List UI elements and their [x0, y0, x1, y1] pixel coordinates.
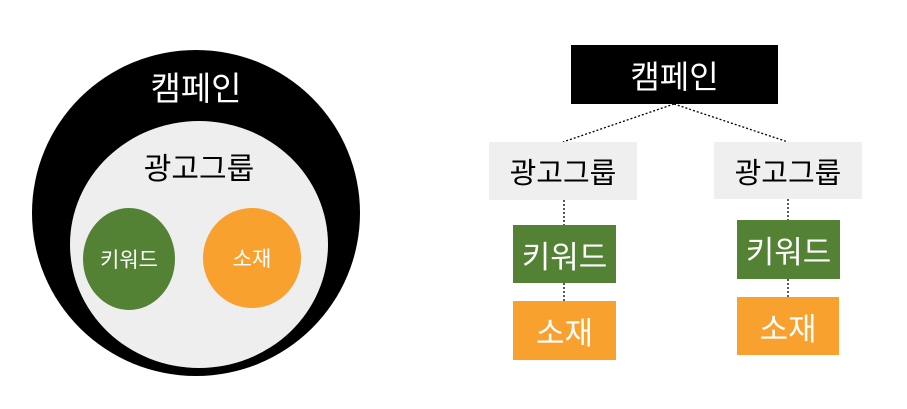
- campaign-node: 캠페인: [571, 45, 778, 104]
- campaign-circle-label: 캠페인: [150, 69, 242, 108]
- keyword-circle: 키워드: [83, 208, 175, 310]
- ad-creative-node-right: 소재: [737, 297, 839, 355]
- ad-creative-node-left: 소재: [513, 301, 616, 360]
- ad-creative-circle-label: 소재: [232, 247, 272, 271]
- ad-group-node-left: 광고그룹: [489, 142, 637, 200]
- campaign-node-label: 캠페인: [630, 57, 719, 96]
- keyword-node-left: 키워드: [513, 225, 616, 283]
- ad-group-node-right: 광고그룹: [714, 142, 862, 199]
- ad-creative-node-label: 소재: [759, 311, 817, 348]
- connector-root-to-group-left: [562, 103, 675, 143]
- keyword-node-right: 키워드: [737, 220, 840, 279]
- ad-group-circle-label: 광고그룹: [143, 152, 255, 187]
- keyword-node-label: 키워드: [745, 235, 832, 271]
- ad-group-node-label: 광고그룹: [734, 155, 842, 190]
- keyword-node-label: 키워드: [521, 239, 608, 276]
- ad-group-node-label: 광고그룹: [509, 156, 617, 190]
- ad-creative-node-label: 소재: [535, 316, 594, 352]
- keyword-circle-label: 키워드: [100, 248, 158, 272]
- ad-creative-circle: 소재: [203, 208, 301, 308]
- connector-root-to-group-right: [673, 103, 789, 143]
